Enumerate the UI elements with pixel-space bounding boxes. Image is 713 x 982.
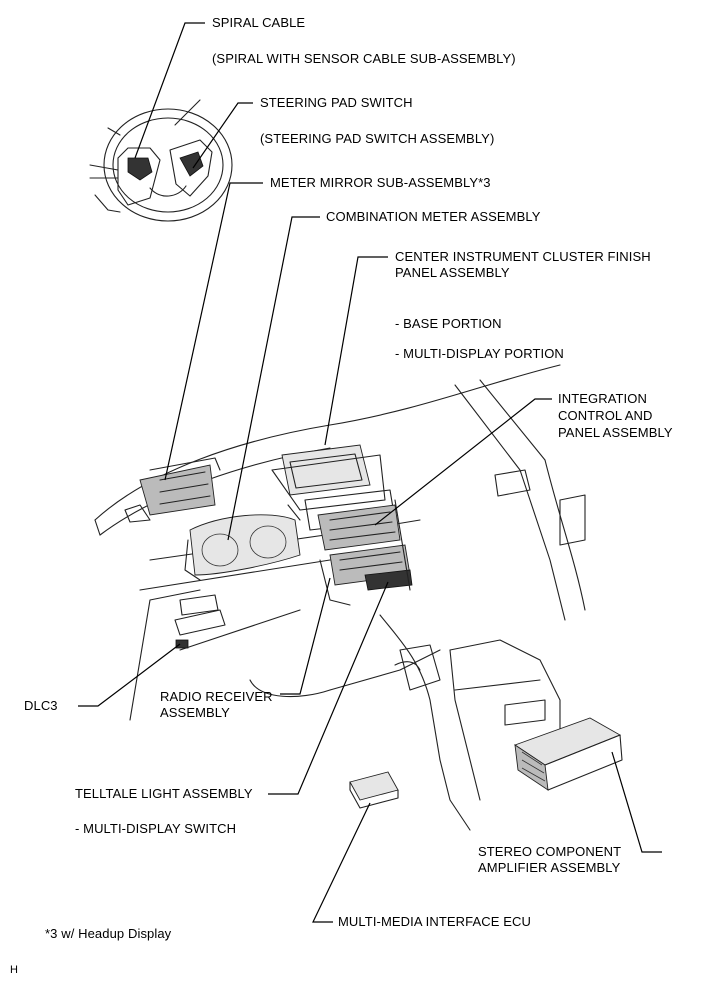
label-center-cluster-line1: CENTER INSTRUMENT CLUSTER FINISH xyxy=(395,249,651,264)
label-spiral-cable: SPIRAL CABLE xyxy=(212,15,306,30)
label-integration-line3: PANEL ASSEMBLY xyxy=(558,425,673,440)
center-cluster-drawing xyxy=(271,444,413,606)
dlc3-connector-drawing xyxy=(175,639,189,649)
label-steering-pad-switch: STEERING PAD SWITCH xyxy=(260,95,413,110)
label-integration-line2: CONTROL AND xyxy=(558,408,653,423)
label-multimedia-ecu: MULTI-MEDIA INTERFACE ECU xyxy=(338,914,531,929)
label-spiral-cable-sub: (SPIRAL WITH SENSOR CABLE SUB-ASSEMBLY) xyxy=(212,51,516,66)
leader-lines xyxy=(78,22,662,923)
combination-meter-drawing xyxy=(184,514,301,581)
label-radio-line1: RADIO RECEIVER xyxy=(160,689,273,704)
label-multi-display-portion: - MULTI-DISPLAY PORTION xyxy=(395,346,564,361)
label-radio-line2: ASSEMBLY xyxy=(160,705,230,720)
corner-mark: H xyxy=(10,964,19,976)
label-multi-display-switch: - MULTI-DISPLAY SWITCH xyxy=(75,821,237,836)
label-center-cluster-line2: PANEL ASSEMBLY xyxy=(395,265,510,280)
label-steering-pad-switch-sub: (STEERING PAD SWITCH ASSEMBLY) xyxy=(260,131,495,146)
meter-mirror-drawing xyxy=(124,457,221,523)
label-meter-mirror: METER MIRROR SUB-ASSEMBLY*3 xyxy=(270,175,491,190)
label-dlc3: DLC3 xyxy=(24,698,58,713)
footnote: *3 w/ Headup Display xyxy=(45,926,172,941)
label-combination-meter: COMBINATION METER ASSEMBLY xyxy=(326,209,541,224)
label-base-portion: - BASE PORTION xyxy=(395,316,502,331)
label-stereo-line2: AMPLIFIER ASSEMBLY xyxy=(478,860,621,875)
label-stereo-line1: STEREO COMPONENT xyxy=(478,844,622,859)
multimedia-ecu-drawing xyxy=(349,771,399,809)
label-integration-line1: INTEGRATION xyxy=(558,391,647,406)
dashboard-drawing xyxy=(94,364,586,831)
label-telltale: TELLTALE LIGHT ASSEMBLY xyxy=(75,786,253,801)
steering-wheel-drawing xyxy=(89,99,233,222)
stereo-amplifier-drawing xyxy=(514,717,623,791)
